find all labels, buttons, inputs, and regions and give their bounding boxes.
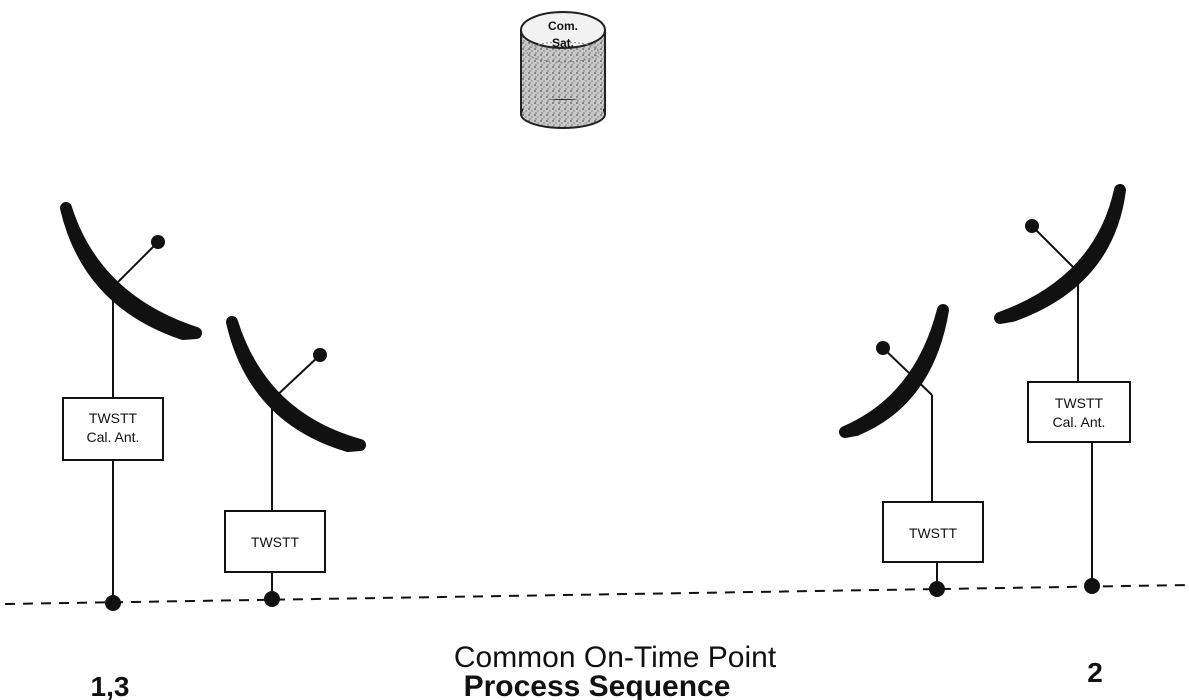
right-main-antenna: TWSTT (839, 304, 984, 597)
caption: Process Sequence (464, 670, 731, 700)
dish-icon (994, 184, 1126, 324)
twstt-cal-box-right (1027, 381, 1131, 443)
left-step-label: 1,3 (91, 671, 130, 700)
box-label-line2: Cal. Ant. (1053, 414, 1106, 430)
dish-icon (60, 202, 202, 340)
box-label-line1: TWSTT (909, 525, 958, 541)
reference-line-label: Common On-Time Point (454, 641, 777, 674)
junction-dot (264, 591, 280, 607)
box-label-line1: TWSTT (251, 534, 300, 550)
twstt-box-right (882, 501, 984, 563)
satellite-label-line2: Sat. (552, 36, 574, 50)
right-step-label: 2 (1087, 657, 1103, 688)
left-main-antenna: TWSTT (224, 316, 366, 607)
junction-dot (105, 595, 121, 611)
dish-icon (839, 304, 949, 438)
junction-dot (1084, 578, 1100, 594)
right-cal-antenna: TWSTT Cal. Ant. (994, 184, 1131, 594)
satellite-icon: Com. Sat. (520, 11, 606, 129)
junction-dot (929, 581, 945, 597)
satellite-label-line1: Com. (548, 19, 578, 33)
left-cal-antenna: TWSTT Cal. Ant. (60, 202, 202, 611)
box-label-line2: Cal. Ant. (87, 429, 140, 445)
dish-icon (226, 316, 366, 452)
box-label-line1: TWSTT (1055, 395, 1104, 411)
twstt-box-left (224, 510, 326, 573)
box-label-line1: TWSTT (89, 410, 138, 426)
common-on-time-line (4, 584, 1189, 605)
twstt-cal-box-left (62, 397, 164, 461)
